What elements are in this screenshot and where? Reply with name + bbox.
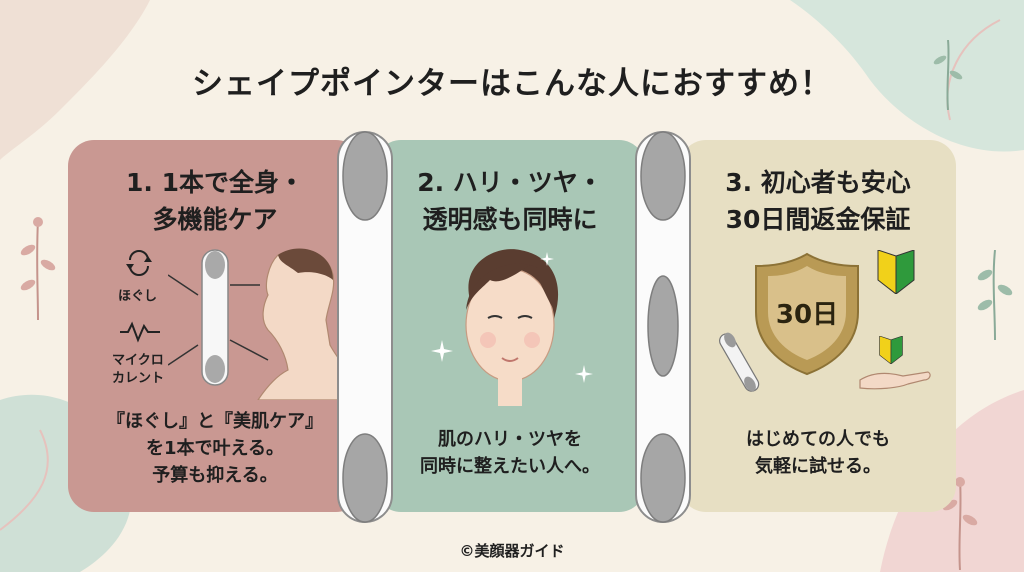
leaf-branch-icon — [977, 250, 1013, 340]
shield-icon — [755, 252, 859, 376]
card-description: はじめての人でも 気軽に試せる。 — [746, 429, 890, 477]
hand-icon — [859, 371, 931, 390]
copyright-text: ©美顔器ガイド — [459, 542, 565, 560]
leaf-branch-icon — [942, 477, 978, 570]
sparkle-icon — [431, 340, 453, 362]
card-description: 肌のハリ・ツヤを 同時に整えたい人へ。 — [420, 429, 600, 477]
device-illustration — [635, 131, 691, 523]
beginner-mark-icon — [877, 250, 915, 294]
page-title: シェイプポインターはこんな人におすすめ！ — [192, 66, 832, 102]
label-massage: ほぐし — [118, 289, 158, 304]
device-illustration — [168, 248, 358, 400]
card-title: 3. 初心者も安心 30日間返金保証 — [725, 168, 911, 234]
face-illustration — [465, 249, 559, 406]
beginner-mark-icon — [879, 336, 903, 364]
leaf-branch-icon — [20, 217, 56, 320]
rotate-arrows-icon — [126, 250, 152, 276]
card-description: 『ほぐし』と『美肌ケア』 を1本で叶える。 予算も抑える。 — [107, 411, 323, 486]
card-title: 1. 1本で全身・ 多機能ケア — [126, 168, 304, 234]
device-illustration — [719, 332, 760, 392]
card-all-in-one: 1. 1本で全身・ 多機能ケア ほぐし マイクロ カレント 『ほぐし』と『美肌ケ… — [68, 140, 362, 512]
device-illustration — [337, 131, 393, 523]
sparkle-icon — [540, 252, 554, 266]
card-money-back: 3. 初心者も安心 30日間返金保証 30日 はじめての人でも 気軽に試せる。 — [680, 140, 956, 512]
shield-label: 30日 — [775, 300, 839, 330]
card-firmness-glow: 2. ハリ・ツヤ・ 透明感も同時に 肌のハリ・ツヤを 同時に整えたい人へ。 — [375, 140, 645, 512]
sparkle-icon — [575, 365, 593, 383]
card-title: 2. ハリ・ツヤ・ 透明感も同時に — [417, 168, 603, 234]
label-microcurrent: マイクロ カレント — [112, 353, 165, 386]
wave-pulse-icon — [120, 321, 160, 343]
leaf-branch-icon — [933, 40, 963, 110]
